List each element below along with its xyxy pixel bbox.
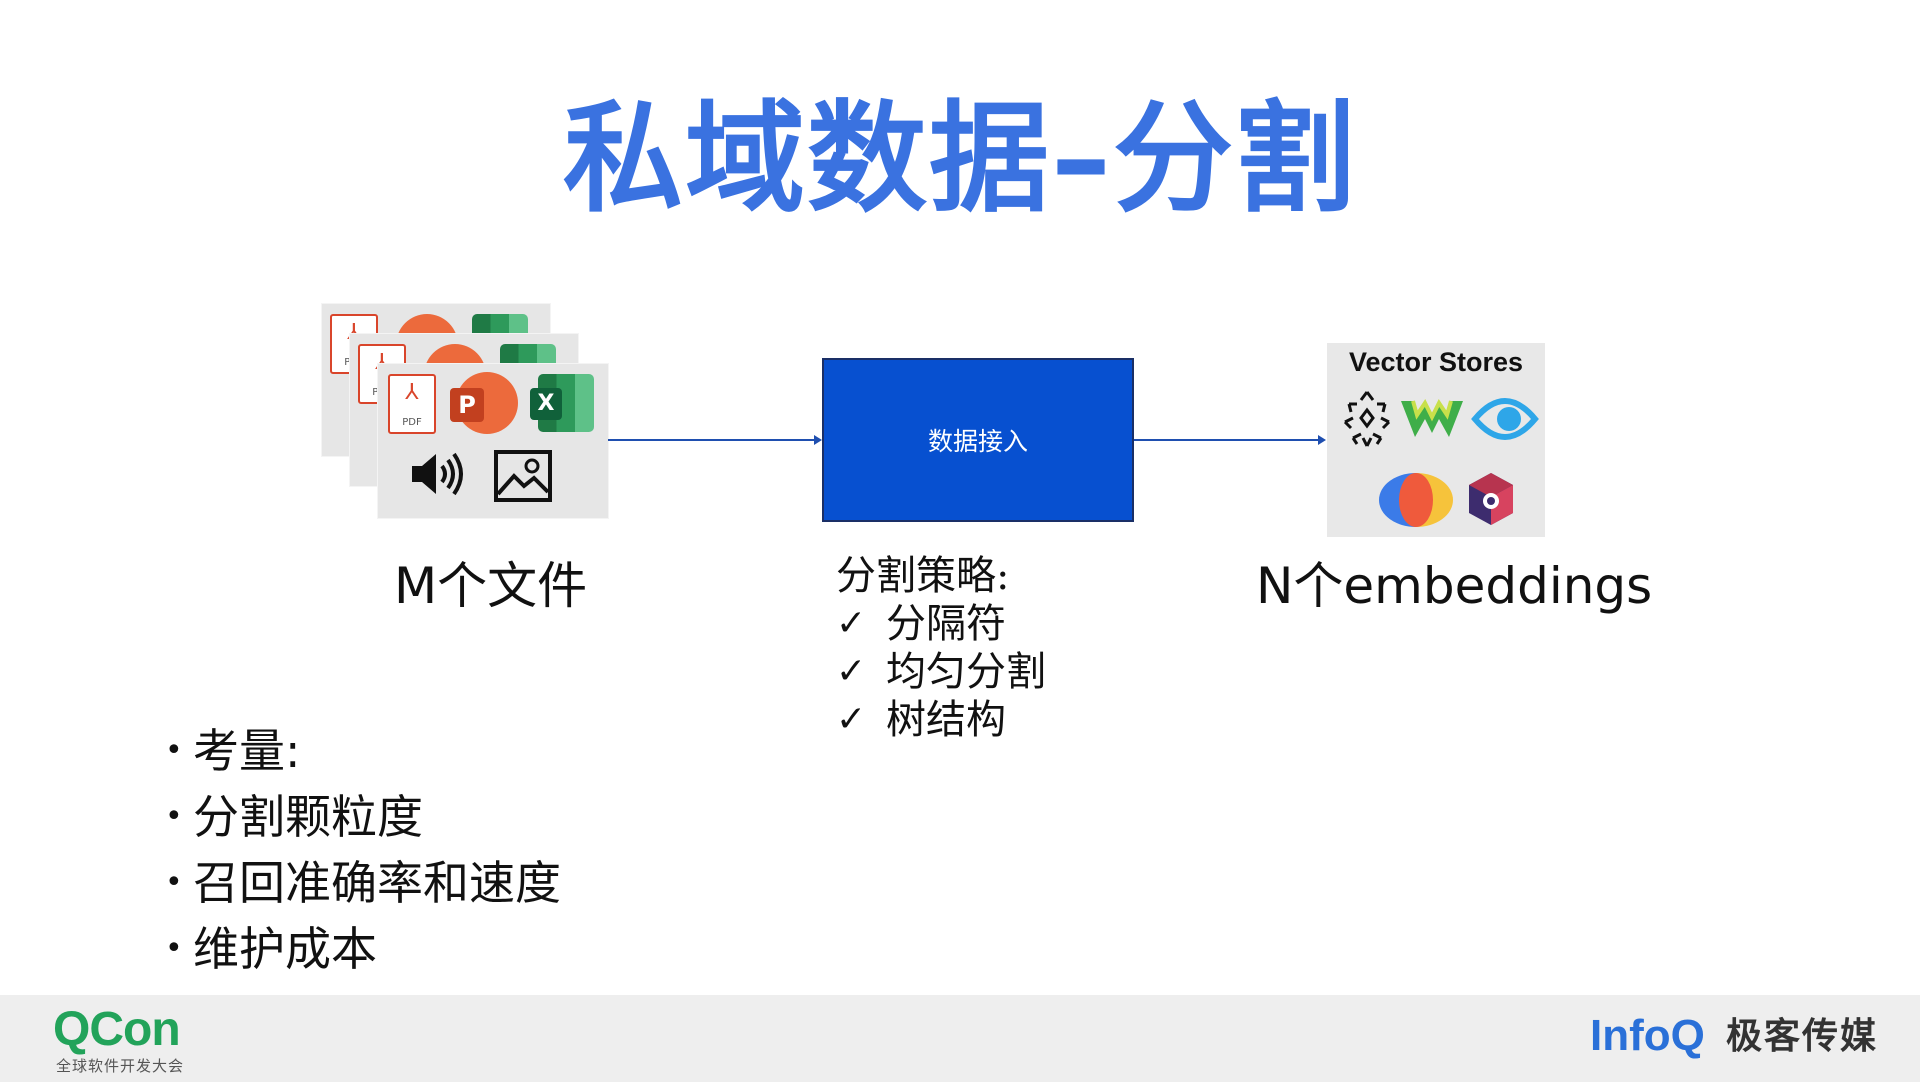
strategy-item: ✓ 分隔符 xyxy=(836,600,1046,648)
vector-stores-panel: Vector Stores xyxy=(1327,343,1545,537)
qdrant-icon xyxy=(1469,473,1513,525)
slide-title: 私域数据–分割 xyxy=(563,90,1357,229)
infoq-logo: InfoQ xyxy=(1590,1011,1705,1060)
speaker-icon xyxy=(412,452,463,496)
pinecone-icon xyxy=(1471,398,1539,440)
check-icon: ✓ xyxy=(836,699,867,740)
vector-stores-title: Vector Stores xyxy=(1348,347,1524,377)
bullet-icon: • xyxy=(165,799,183,834)
check-icon: ✓ xyxy=(836,651,867,692)
consideration-label: 考量: xyxy=(193,724,301,778)
check-icon: ✓ xyxy=(836,603,867,644)
consideration-item: • 维护成本 xyxy=(165,916,561,982)
consideration-item: • 分割颗粒度 xyxy=(165,784,561,850)
pdf-icon: ⅄PDF xyxy=(388,374,436,434)
data-ingest-label: 数据接入 xyxy=(927,427,1028,456)
image-icon xyxy=(494,450,552,502)
considerations-list: • 考量: • 分割颗粒度 • 召回准确率和速度 • 维护成本 xyxy=(165,718,561,982)
qcon-logo: QCon xyxy=(53,1003,181,1056)
strategy-label: 分隔符 xyxy=(886,601,1006,647)
documents-stack: ⅄PDF ⅄PDF ⅄PDF P X xyxy=(322,304,608,518)
files-caption: M个文件 xyxy=(394,557,588,615)
consideration-label: 维护成本 xyxy=(193,922,377,976)
split-strategy-title: 分割策略: xyxy=(836,553,1010,599)
weaviate-icon xyxy=(1401,399,1463,437)
strategy-label: 树结构 xyxy=(886,697,1006,743)
data-ingest-box: 数据接入 xyxy=(822,358,1134,522)
milvus-icon-overlap xyxy=(1399,473,1433,527)
geek-media-label: 极客传媒 xyxy=(1726,1016,1879,1057)
bullet-icon: • xyxy=(165,733,183,768)
strategy-label: 均匀分割 xyxy=(886,649,1046,695)
strategy-item: ✓ 树结构 xyxy=(836,696,1046,744)
consideration-label: 分割颗粒度 xyxy=(193,790,423,844)
consideration-item: • 考量: xyxy=(165,718,561,784)
qcon-subtitle: 全球软件开发大会 xyxy=(56,1057,185,1075)
consideration-item: • 召回准确率和速度 xyxy=(165,850,561,916)
split-strategy-list: 分割策略: ✓ 分隔符 ✓ 均匀分割 ✓ 树结构 xyxy=(836,552,1046,744)
strategy-item: ✓ 均匀分割 xyxy=(836,648,1046,696)
powerpoint-letter: P xyxy=(450,388,484,422)
excel-letter: X xyxy=(530,388,562,420)
embeddings-caption: N个embeddings xyxy=(1256,557,1653,615)
arrow-files-to-ingest xyxy=(608,435,822,445)
chroma-icon xyxy=(1343,391,1391,447)
consideration-label: 召回准确率和速度 xyxy=(193,856,561,910)
arrow-ingest-to-vectors xyxy=(1134,435,1326,445)
document-card-front: ⅄PDF P X xyxy=(378,364,608,518)
milvus-icon xyxy=(1379,473,1453,527)
bullet-icon: • xyxy=(165,865,183,900)
footer-bar: QCon 全球软件开发大会 InfoQ 极客传媒 xyxy=(0,995,1920,1082)
bullet-icon: • xyxy=(165,931,183,966)
